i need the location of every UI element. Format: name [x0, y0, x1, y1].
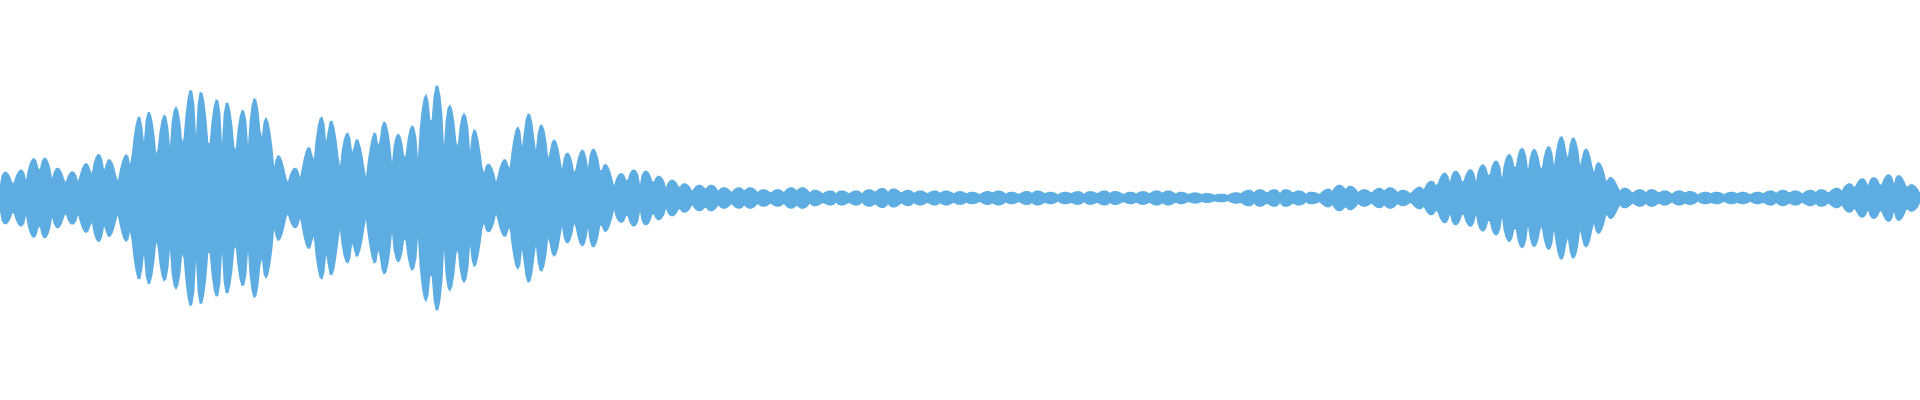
waveform-path: [0, 85, 1920, 311]
